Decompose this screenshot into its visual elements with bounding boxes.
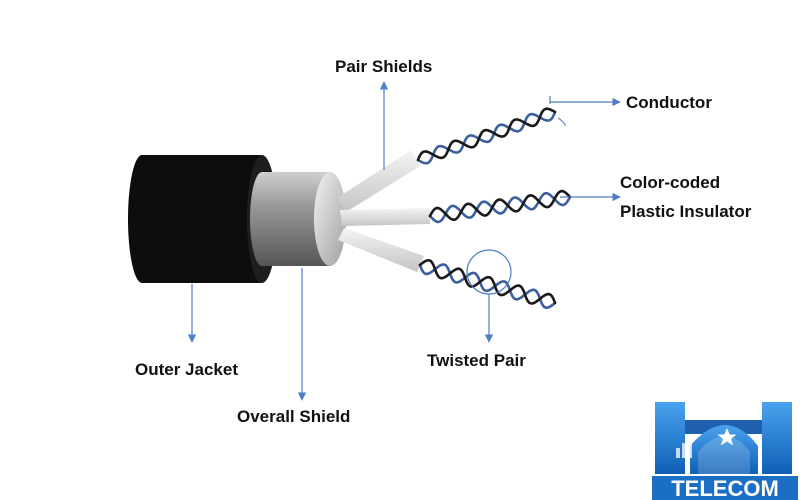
wire-blue-3 <box>418 263 557 310</box>
twisted-pair-label: Twisted Pair <box>427 351 526 370</box>
overall-shield-label: Overall Shield <box>237 407 350 426</box>
star-icon <box>717 428 737 446</box>
logo-text: TELECOM <box>671 476 779 500</box>
company-logo: TELECOM <box>652 402 798 500</box>
wire-black-3 <box>418 258 557 305</box>
twisted-wires <box>416 107 572 310</box>
wire-blue-1 <box>416 110 557 165</box>
insulator-label-line1: Color-coded <box>620 173 720 192</box>
wire-blue-2 <box>428 191 572 224</box>
pair-shields-label: Pair Shields <box>335 57 432 76</box>
wire-black-1 <box>416 107 557 162</box>
conductor-label: Conductor <box>626 93 712 112</box>
wire-black-2 <box>428 189 572 222</box>
leader-arrows <box>187 81 621 401</box>
pair-shields <box>337 150 430 272</box>
conductor-tip <box>557 117 567 127</box>
overall-shield <box>250 172 346 266</box>
insulator-label-line2: Plastic Insulator <box>620 202 752 221</box>
outer-jacket-label: Outer Jacket <box>135 360 238 379</box>
